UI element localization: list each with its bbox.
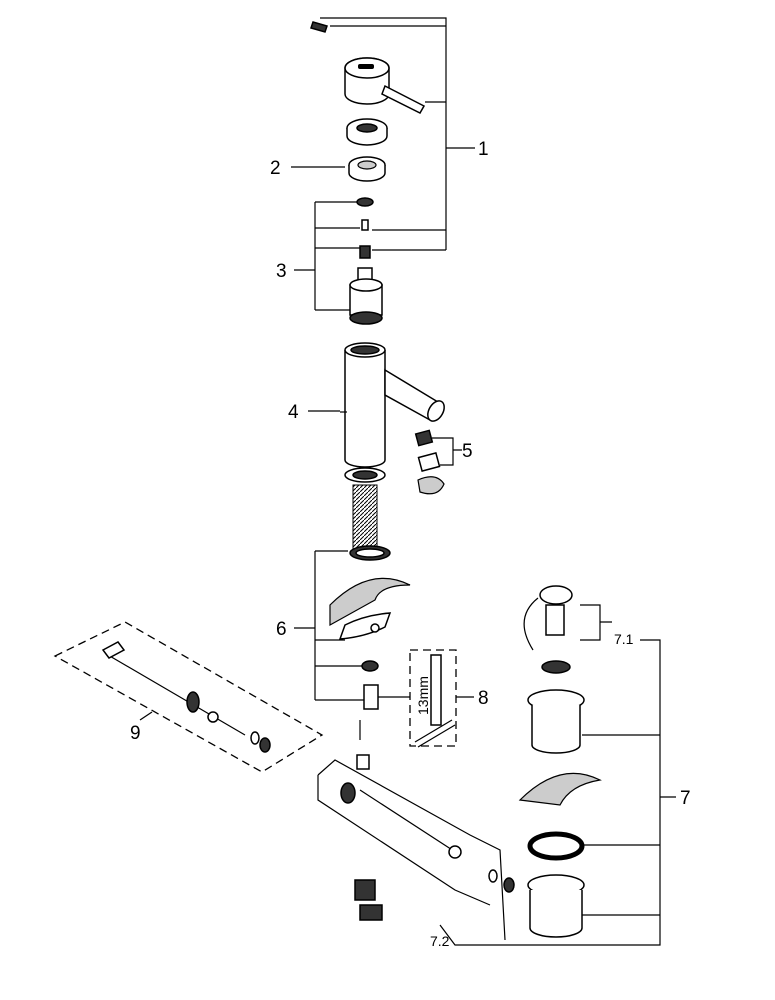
lift-rod-box	[53, 621, 324, 773]
label-part-2: 2	[270, 158, 281, 179]
tool-box: 13mm	[409, 649, 457, 748]
handle-assembly	[310, 21, 426, 182]
label-part-7: 7	[680, 788, 691, 809]
faucet-body	[340, 342, 445, 551]
leader-lines	[139, 17, 676, 946]
label-part-9: 9	[130, 723, 141, 744]
aerator-assembly	[414, 429, 445, 495]
label-part-5: 5	[462, 441, 473, 462]
label-part-6: 6	[276, 619, 287, 640]
label-part-7-2: 7.2	[430, 933, 450, 949]
label-part-4: 4	[288, 402, 299, 423]
tool-size-label: 13mm	[415, 676, 431, 715]
label-part-3: 3	[276, 261, 287, 282]
label-part-7-1: 7.1	[614, 631, 634, 647]
label-part-8: 8	[478, 688, 489, 709]
cartridge-assembly	[349, 197, 383, 325]
mounting-assembly	[329, 545, 411, 740]
drain-assembly	[518, 585, 602, 938]
label-part-1: 1	[478, 139, 489, 160]
popup-rod-assembly	[317, 754, 515, 941]
